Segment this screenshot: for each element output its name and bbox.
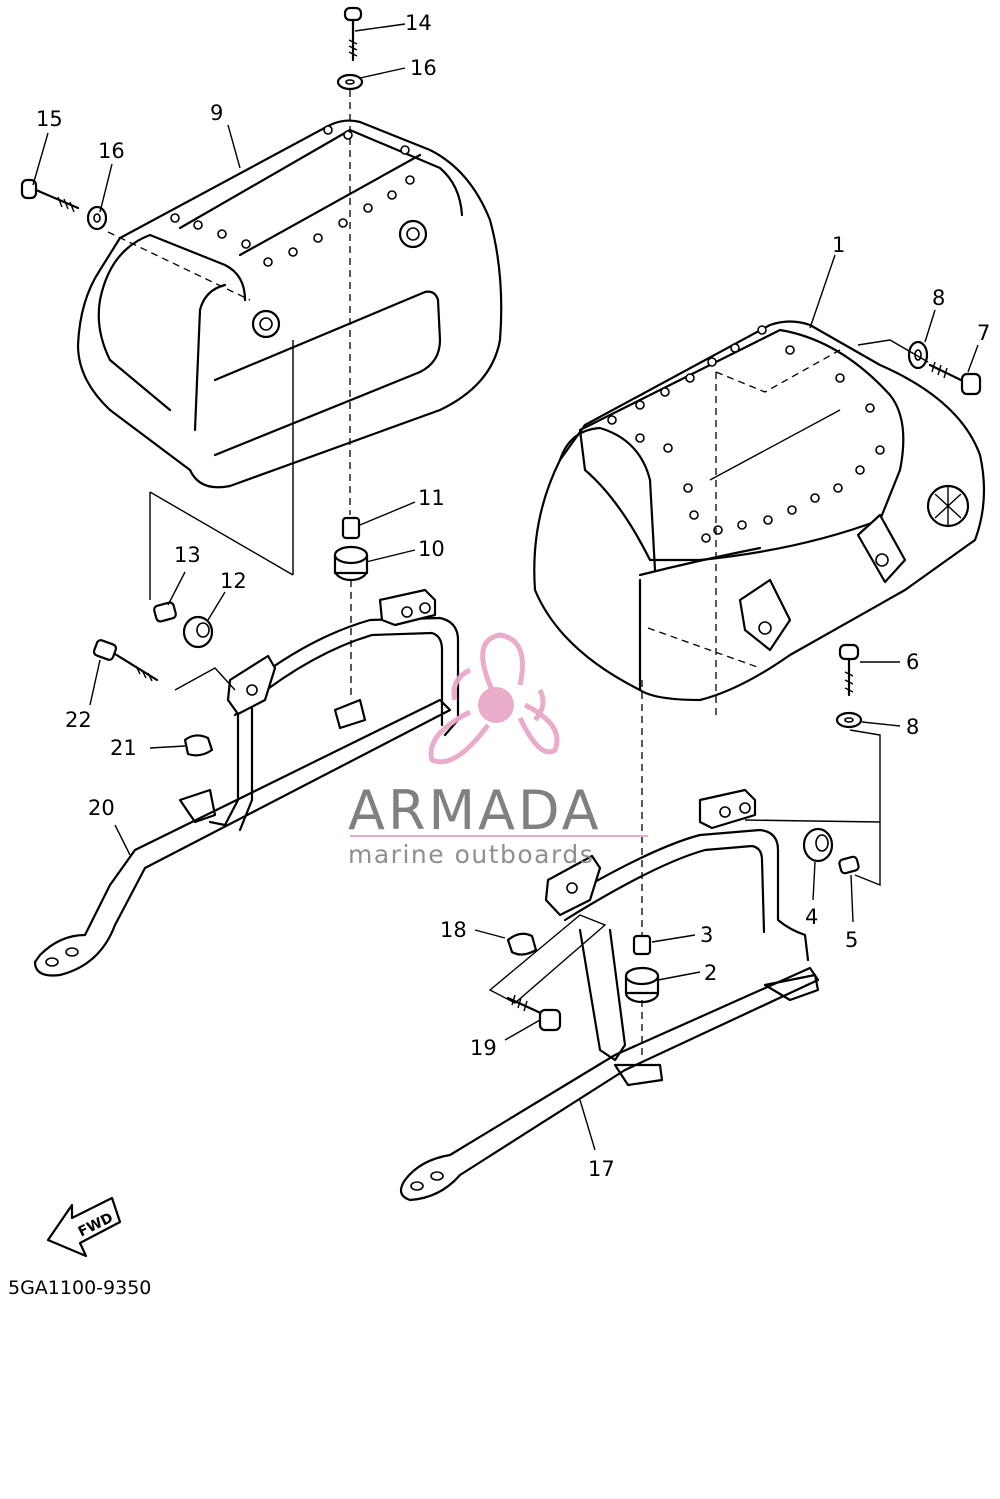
callout-7: 7	[977, 321, 990, 345]
callout-22: 22	[65, 708, 92, 732]
callout-17: 17	[588, 1157, 615, 1181]
collar-11	[341, 516, 361, 540]
rivet-row	[170, 125, 415, 267]
right-bracket	[399, 788, 820, 1202]
grommet-2	[624, 966, 660, 1004]
right-saddlebag	[533, 320, 986, 720]
collar-13	[153, 601, 177, 623]
bolt-19	[506, 994, 562, 1032]
callout-5: 5	[845, 928, 858, 952]
diagram-code: 5GA1100-9350	[8, 1277, 151, 1299]
callout-12: 12	[220, 569, 247, 593]
bolt-7	[928, 361, 982, 396]
propeller-logo-icon	[428, 632, 560, 765]
bolt-6	[838, 643, 860, 697]
collar-3	[632, 934, 652, 956]
assembly-lines	[107, 90, 929, 1055]
callout-8-bottom: 8	[906, 715, 919, 739]
callout-13: 13	[174, 543, 201, 567]
bolt-15	[20, 178, 80, 213]
leader-lines	[32, 23, 979, 1151]
armada-watermark: ARMADA marine outboards	[348, 632, 648, 869]
callout-16-top: 16	[410, 56, 437, 80]
callout-20: 20	[88, 796, 115, 820]
callout-16-left: 16	[98, 139, 125, 163]
bolt-22	[92, 639, 159, 682]
callout-4: 4	[805, 905, 818, 929]
callout-18: 18	[440, 918, 467, 942]
forward-direction-arrow: FWD	[46, 1196, 122, 1258]
cap-21	[183, 734, 214, 757]
cap-18	[506, 932, 538, 956]
callout-8-top: 8	[932, 286, 945, 310]
callout-3: 3	[700, 923, 713, 947]
watermark-tagline: marine outboards	[348, 840, 594, 869]
callout-11: 11	[418, 486, 445, 510]
callout-15: 15	[36, 107, 63, 131]
callout-6: 6	[906, 650, 919, 674]
callout-14: 14	[405, 11, 432, 35]
callout-10: 10	[418, 537, 445, 561]
callout-numbers: 14 16 9 15 16 1 8 7 11 10 13 12 22 21 20…	[36, 11, 990, 1181]
left-bracket	[33, 588, 460, 977]
grommet-10	[333, 545, 369, 582]
left-saddlebag	[76, 119, 503, 489]
callout-9: 9	[210, 101, 223, 125]
bolt-14	[343, 6, 363, 62]
callout-2: 2	[704, 961, 717, 985]
grommet-4	[802, 827, 834, 863]
rivet-row	[607, 325, 885, 543]
callout-19: 19	[470, 1036, 497, 1060]
callout-1: 1	[832, 233, 845, 257]
watermark-brand: ARMADA	[348, 779, 602, 842]
callout-21: 21	[110, 736, 137, 760]
collar-5	[838, 855, 860, 875]
grommet-12	[182, 615, 214, 649]
